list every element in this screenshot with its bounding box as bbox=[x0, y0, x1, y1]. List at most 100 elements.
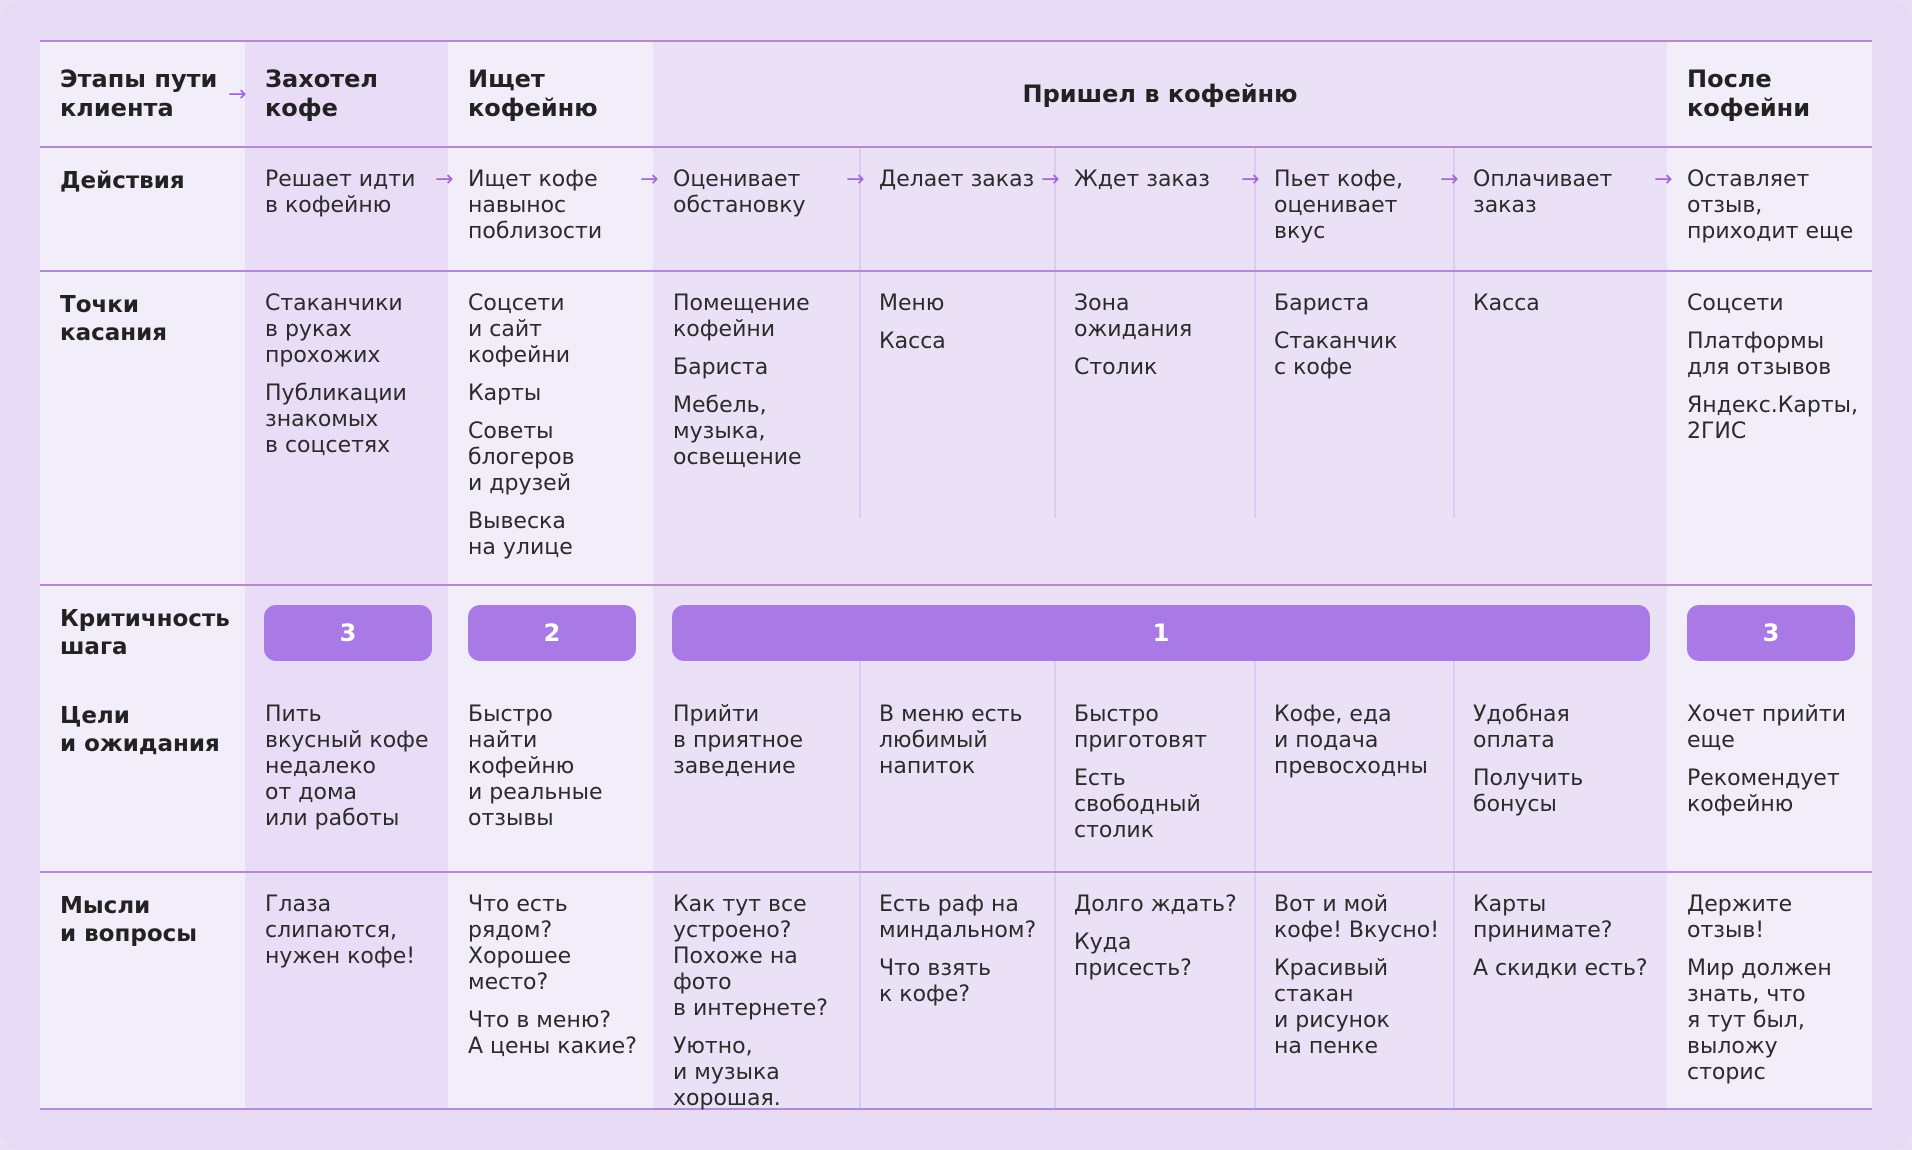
thoughts-item: Что взять к кофе? bbox=[879, 956, 992, 1007]
actions-item: Ждет заказ bbox=[1074, 167, 1210, 192]
row-divider bbox=[40, 40, 1872, 42]
goals-item: Хочет прийти еще bbox=[1687, 702, 1846, 753]
stage-title: Захотел кофе bbox=[265, 65, 378, 122]
thoughts-cell: Долго ждать? Куда присесть? bbox=[1054, 892, 1254, 994]
row-label-goals: Цели и ожидания bbox=[60, 703, 220, 757]
stage-searching-bg bbox=[448, 40, 653, 1110]
thoughts-item: Уютно, и музыка хорошая. bbox=[673, 1034, 781, 1111]
actions-cell: Ищет кофе навынос поблизости bbox=[448, 167, 653, 257]
touchpoints-item: Бариста bbox=[1274, 291, 1370, 316]
customer-journey-map: Этапы пути клиента → Захотел кофе Ищет к… bbox=[40, 40, 1872, 1111]
row-divider bbox=[40, 584, 1872, 586]
touchpoints-item: Платформы для отзывов bbox=[1687, 329, 1832, 380]
thoughts-item: Что в меню? А цены какие? bbox=[468, 1008, 637, 1059]
goals-item: Быстро найти кофейню и реальные отзывы bbox=[468, 702, 603, 831]
goals-cell: Быстро найти кофейню и реальные отзывы bbox=[448, 702, 653, 844]
touchpoints-item: Вывеска на улице bbox=[468, 509, 573, 560]
touchpoints-item: Карты bbox=[468, 381, 542, 406]
touchpoints-item: Яндекс.Карты, 2ГИС bbox=[1687, 393, 1859, 444]
goals-item: Получить бонусы bbox=[1473, 766, 1584, 817]
goals-item: Удобная оплата bbox=[1473, 702, 1570, 753]
thoughts-item: Куда присесть? bbox=[1074, 930, 1192, 981]
thoughts-cell: Как тут все устроено? Похоже на фото в и… bbox=[653, 892, 859, 1124]
column-divider bbox=[1054, 620, 1056, 1110]
goals-item: Быстро приготовят bbox=[1074, 702, 1207, 753]
column-divider bbox=[1254, 146, 1256, 518]
thoughts-cell: Есть раф на миндальном?Что взять к кофе? bbox=[859, 892, 1054, 1020]
thoughts-cell: Держите отзыв! Мир должен знать, что я ту… bbox=[1667, 892, 1872, 1098]
touchpoints-item: Стаканчик с кофе bbox=[1274, 329, 1398, 380]
touchpoints-item: Помещение кофейни bbox=[673, 291, 810, 342]
arrow-right-icon: → bbox=[1241, 167, 1260, 192]
thoughts-item: А скидки есть? bbox=[1473, 956, 1648, 981]
criticality-badge: 3 bbox=[264, 605, 432, 661]
label-column-bg bbox=[40, 40, 245, 1110]
touchpoints-item: Столик bbox=[1074, 355, 1158, 380]
goals-item: Есть свободный столик bbox=[1074, 766, 1201, 843]
actions-cell: Оценивает обстановку bbox=[653, 167, 859, 231]
goals-cell: Кофе, еда и подача превосходны bbox=[1254, 702, 1453, 792]
touchpoints-item: Зона ожидания bbox=[1074, 291, 1193, 342]
touchpoints-item: Стаканчики в руках прохожих bbox=[265, 291, 403, 368]
goals-cell: В меню есть любимый напиток bbox=[859, 702, 1054, 792]
column-divider bbox=[1453, 146, 1455, 518]
touchpoints-item: Мебель, музыка, освещение bbox=[673, 393, 802, 470]
stage-wanted-coffee-bg bbox=[245, 40, 448, 1110]
touchpoints-item: Касса bbox=[1473, 291, 1540, 316]
actions-item: Решает идти в кофейню bbox=[265, 167, 416, 218]
thoughts-item: Карты принимате? bbox=[1473, 892, 1613, 943]
column-divider bbox=[859, 146, 861, 518]
actions-cell: Решает идти в кофейню bbox=[245, 167, 448, 231]
row-label-stages: Этапы пути клиента bbox=[60, 65, 218, 122]
arrow-right-icon: → bbox=[435, 167, 454, 192]
row-label-criticality: Критичность шага bbox=[60, 606, 230, 660]
arrow-right-icon: → bbox=[1440, 167, 1459, 192]
stage-after-bg bbox=[1667, 40, 1872, 1110]
goals-item: В меню есть любимый напиток bbox=[879, 702, 1023, 779]
arrow-right-icon: → bbox=[640, 167, 659, 192]
criticality-badge: 1 bbox=[672, 605, 1650, 661]
touchpoints-item: Советы блогеров и друзей bbox=[468, 419, 575, 496]
actions-item: Оплачивает заказ bbox=[1473, 167, 1613, 218]
thoughts-item: Держите отзыв! bbox=[1687, 892, 1793, 943]
criticality-badge: 2 bbox=[468, 605, 636, 661]
touchpoints-item: Соцсети bbox=[1687, 291, 1784, 316]
touchpoints-item: Соцсети и сайт кофейни bbox=[468, 291, 571, 368]
stage-title: После кофейни bbox=[1687, 65, 1811, 122]
actions-cell: Пьет кофе, оценивает вкус bbox=[1254, 167, 1453, 257]
stage-title: Ищет кофейню bbox=[468, 65, 598, 122]
goals-item: Прийти в приятное заведение bbox=[673, 702, 804, 779]
arrow-right-icon: → bbox=[1654, 167, 1673, 192]
actions-item: Ищет кофе навынос поблизости bbox=[468, 167, 603, 244]
actions-cell: Оплачивает заказ bbox=[1453, 167, 1667, 231]
arrow-right-icon: → bbox=[1041, 167, 1060, 192]
actions-item: Оценивает обстановку bbox=[673, 167, 806, 218]
row-divider bbox=[40, 146, 1872, 148]
criticality-badge: 3 bbox=[1687, 605, 1855, 661]
thoughts-item: Мир должен знать, что я тут был, выложу … bbox=[1687, 956, 1832, 1085]
column-divider bbox=[1254, 620, 1256, 1110]
row-divider bbox=[40, 270, 1872, 272]
column-divider bbox=[1054, 146, 1056, 518]
goals-item: Пить вкусный кофе недалеко от дома или р… bbox=[265, 702, 429, 831]
thoughts-item: Долго ждать? bbox=[1074, 892, 1237, 917]
thoughts-item: Что есть рядом? Хорошее место? bbox=[468, 892, 572, 995]
touchpoints-cell: Касса bbox=[1453, 291, 1667, 329]
goals-item: Кофе, еда и подача превосходны bbox=[1274, 702, 1428, 779]
actions-cell: Оставляет отзыв, приходит еще bbox=[1667, 167, 1872, 257]
row-label-actions: Действия bbox=[60, 168, 185, 194]
thoughts-cell: Карты принимате? А скидки есть? bbox=[1453, 892, 1667, 994]
stage-title: Пришел в кофейню bbox=[1022, 80, 1298, 108]
thoughts-cell: Вот и мой кофе! Вкусно!Красивый стакан и… bbox=[1254, 892, 1453, 1072]
row-divider bbox=[40, 871, 1872, 873]
actions-cell: Делает заказ bbox=[859, 167, 1054, 205]
arrow-right-icon: → bbox=[846, 167, 865, 192]
